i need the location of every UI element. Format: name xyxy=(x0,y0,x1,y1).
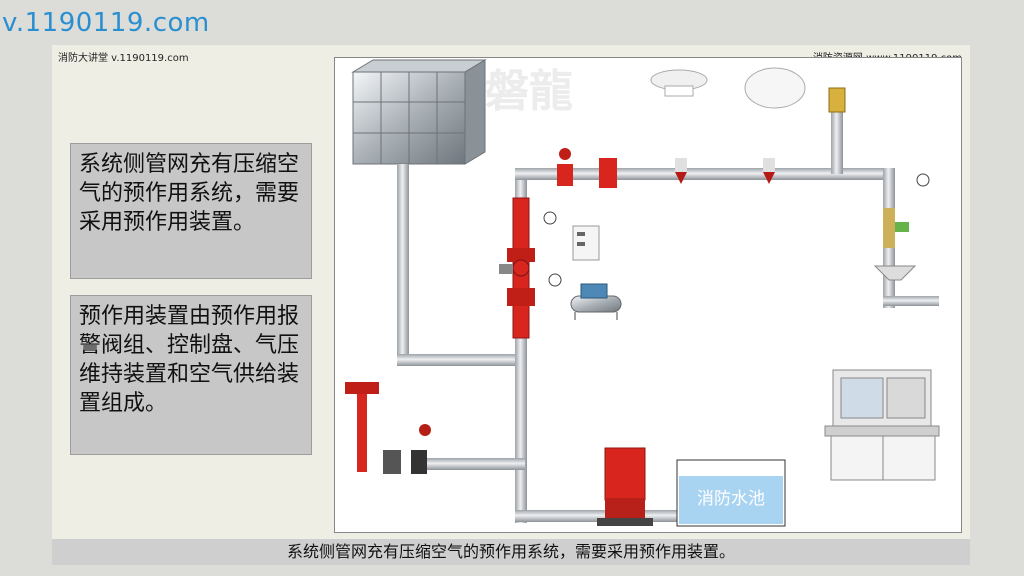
control-panel xyxy=(572,225,600,261)
text-box-2: 预作用装置由预作用报警阀组、控制盘、气压维持装置和空气供给装置组成。 xyxy=(70,295,312,455)
sprinkler-2 xyxy=(763,158,775,184)
control-cabinet xyxy=(824,369,940,481)
caption-bar: 系统侧管网充有压缩空气的预作用系统，需要采用预作用装置。 xyxy=(52,539,970,565)
text-box-1: 系统侧管网充有压缩空气的预作用系统，需要采用预作用装置。 xyxy=(70,143,312,279)
slide: 消防大讲堂 v.1190119.com 消防资源网 www.1190119.co… xyxy=(52,45,970,565)
pressure-gauge-icon xyxy=(543,173,930,287)
gate-valve xyxy=(599,158,617,188)
system-diagram: 磐龍 xyxy=(334,57,962,533)
water-tank xyxy=(351,59,487,165)
diagram-svg: 磐龍 xyxy=(345,59,940,527)
brand-logo: 磐龍 xyxy=(485,66,573,117)
fire-water-pool: 消防水池 xyxy=(676,459,786,527)
heat-detector xyxy=(650,69,708,97)
preaction-alarm-valve xyxy=(499,197,535,339)
sprinkler-1 xyxy=(675,158,687,184)
exhaust-valve xyxy=(828,87,846,113)
pump-adapter xyxy=(345,382,431,474)
smoke-detector xyxy=(744,67,806,109)
air-compressor xyxy=(570,283,622,320)
pool-label: 消防水池 xyxy=(697,489,765,509)
end-test-valve xyxy=(883,208,909,248)
slide-header-left: 消防大讲堂 v.1190119.com xyxy=(58,53,189,64)
signal-valve xyxy=(557,148,573,186)
drain-funnel xyxy=(873,265,917,281)
fire-pump xyxy=(597,447,653,526)
site-watermark: v.1190119.com xyxy=(2,8,210,38)
